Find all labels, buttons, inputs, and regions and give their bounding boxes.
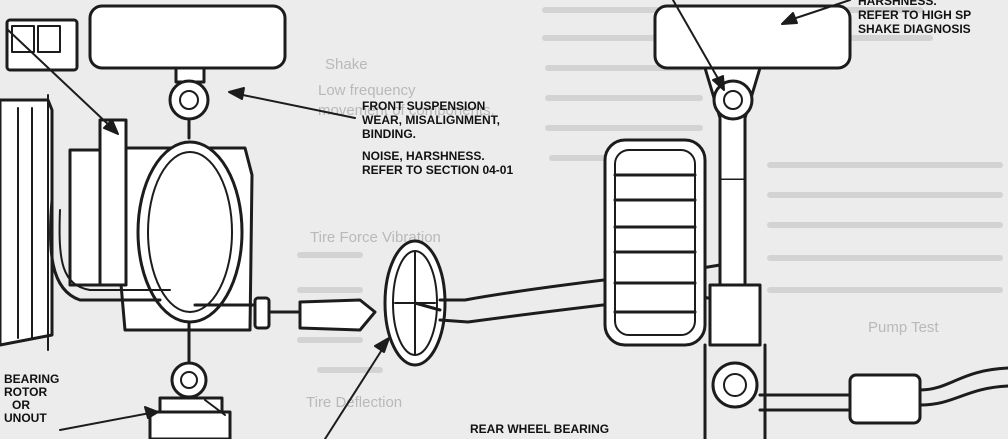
callout-front-suspension-line-1: FRONT SUSPENSION [362,99,486,113]
callout-front-bearing-line-4: UNOUT [4,411,47,425]
callout-high-speed-shake-line-2: REFER TO HIGH SP [858,8,972,22]
rear-muffler [848,373,922,425]
upper-mount-plate-right [653,4,852,70]
left-tire [0,98,54,347]
ghost-shake-desc-2: movement of components. [318,102,495,119]
lower-joint-right [711,361,759,409]
lower-ball-joint [170,361,208,399]
callout-front-bearing-line-3: OR [12,398,30,412]
callout-front-bearing-line-2: ROTOR [4,385,48,399]
callout-front-suspension: FRONT SUSPENSION WEAR, MISALIGNMENT, BIN… [362,99,500,141]
callout-rear-wheel-bearing-line-1: REAR WHEEL BEARING [470,422,610,436]
ghost-pump-test: Pump Test [868,319,939,336]
callout-noise-harshness-line-2: REFER TO SECTION 04-01 [362,163,514,177]
callout-high-speed-shake-line-1: HARSHNESS. [858,0,937,8]
upper-ball-joint [168,79,210,121]
callout-noise-harshness: NOISE, HARSHNESS. REFER TO SECTION 04-01 [362,149,513,177]
ghost-shake-heading: Shake [325,56,368,73]
callout-high-speed-shake: HARSHNESS. REFER TO HIGH SP SHAKE DIAGNO… [858,0,971,36]
callout-front-suspension-line-3: BINDING. [362,127,416,141]
ghost-tire-deflection: Tire Deflection [306,394,403,411]
tie-rod-end [298,298,377,332]
callout-front-suspension-line-2: WEAR, MISALIGNMENT, [362,113,500,127]
rear-frame-cage [603,138,707,347]
callout-noise-harshness-line-1: NOISE, HARSHNESS. [362,149,485,163]
callout-front-bearing-line-1: BEARING [4,372,60,386]
callout-rear-wheel-bearing: REAR WHEEL BEARING [470,422,609,436]
ghost-shake-desc-1: Low frequency [318,82,416,99]
callout-high-speed-shake-line-3: SHAKE DIAGNOSIS [858,22,971,36]
brake-rotor [136,140,244,324]
callout-front-bearing: BEARING ROTOR OR UNOUT [4,373,59,425]
upper-mount-plate [88,4,287,70]
